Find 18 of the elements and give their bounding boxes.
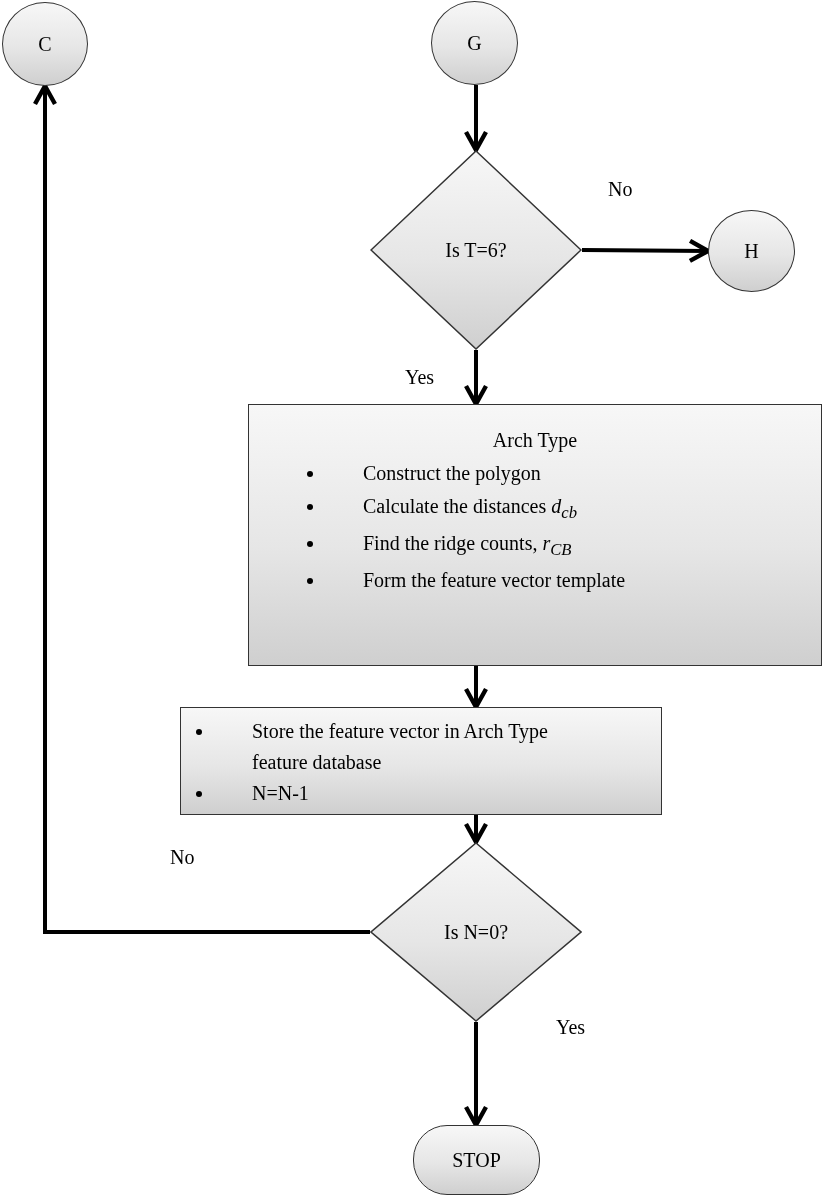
bullet-text: Calculate the distances d$_{cb}$ — [363, 495, 577, 517]
arrow — [32, 83, 370, 934]
decision-text: Is N=0? — [442, 920, 509, 945]
arrow — [463, 815, 489, 845]
process-box — [180, 707, 662, 815]
bullet-text: Form the feature vector template — [363, 568, 626, 591]
terminal-box: STOP — [413, 1125, 540, 1195]
box-heading: Arch Type — [491, 428, 579, 454]
bullet-text: Find the ridge counts, r$_{CB}$ — [363, 531, 572, 554]
connector-circle: C — [2, 2, 88, 86]
bullet-text: Construct the polygon — [363, 462, 541, 484]
process-box — [248, 404, 822, 666]
decision-text: Is T=6? — [444, 238, 508, 263]
connector-circle: H — [708, 210, 795, 292]
bullet-text: N=N-1 — [252, 782, 309, 804]
connector-circle: G — [431, 1, 518, 85]
bullet-text: Store the feature vector in Arch Type feature database — [252, 720, 548, 773]
arrow — [463, 85, 489, 153]
